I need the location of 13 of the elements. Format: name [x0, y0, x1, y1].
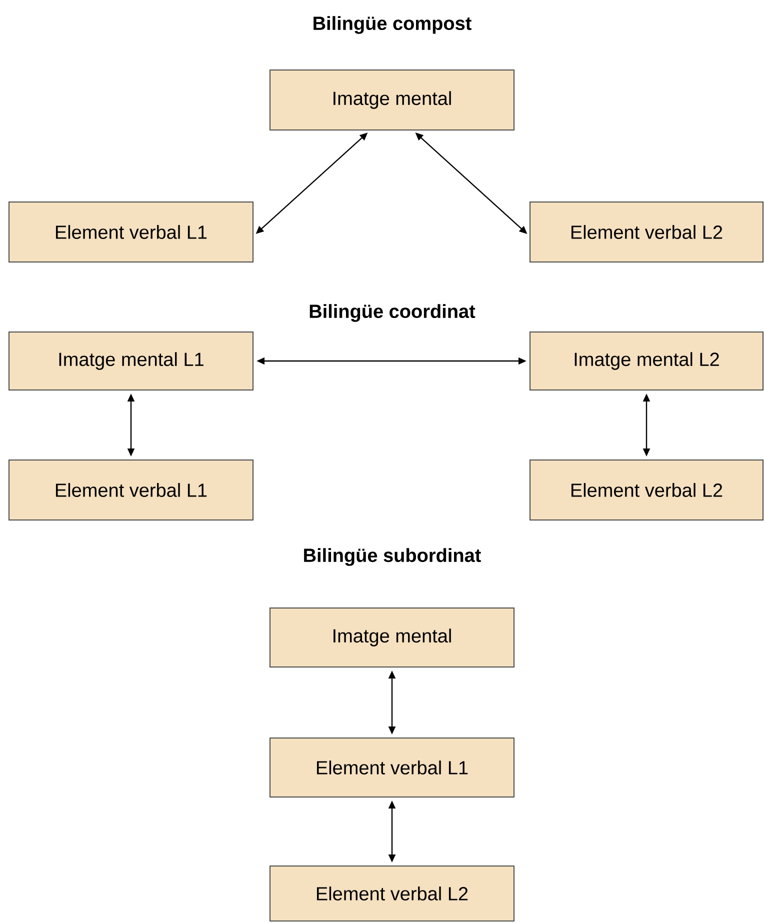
section-heading: Bilingüe subordinat [304, 548, 481, 566]
section-heading: Bilingüe coordinat [310, 304, 476, 322]
concept-box: Imatge mental L2 [530, 332, 764, 390]
concept-box: Element verbal L2 [530, 460, 764, 520]
concept-box: Element verbal L2 [530, 202, 764, 262]
concept-box: Element verbal L2 [270, 866, 514, 922]
concept-box: Element verbal L1 [8, 460, 254, 520]
section-heading: Bilingüe compost [314, 16, 472, 34]
concept-box: Imatge mental [270, 70, 514, 130]
concept-box: Imatge mental L1 [8, 332, 254, 390]
concept-box: Imatge mental [270, 608, 514, 668]
concept-box: Element verbal L1 [8, 202, 254, 262]
concept-box: Element verbal L1 [270, 738, 514, 798]
